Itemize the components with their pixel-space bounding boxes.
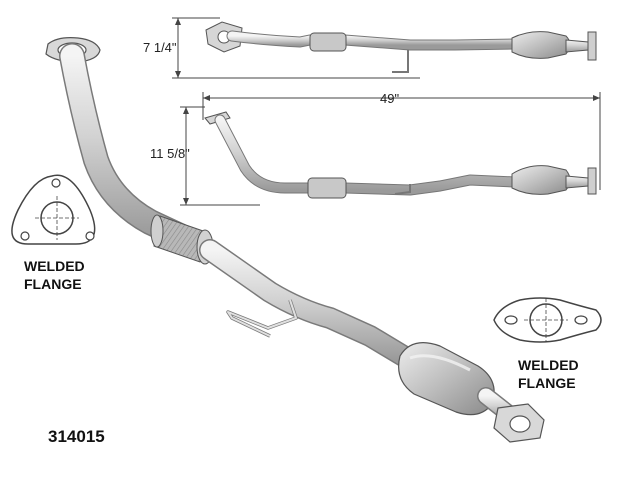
part-number: 314015 bbox=[48, 427, 105, 446]
right-flange-label-line2: FLANGE bbox=[518, 375, 576, 391]
side-view: 49" 11 5/8" bbox=[150, 91, 601, 206]
dimension-length: 49" bbox=[380, 91, 399, 106]
right-flange-detail: WELDED FLANGE bbox=[493, 297, 602, 391]
left-flange-label-line2: FLANGE bbox=[24, 276, 82, 292]
top-view: 7 1/4" bbox=[143, 17, 597, 79]
main-view bbox=[45, 37, 545, 443]
dimension-top-height: 7 1/4" bbox=[143, 40, 177, 55]
dimension-side-height: 11 5/8" bbox=[150, 146, 190, 161]
left-flange-detail: WELDED FLANGE bbox=[11, 174, 96, 292]
left-flange-label-line1: WELDED bbox=[24, 258, 85, 274]
right-flange-label-line1: WELDED bbox=[518, 357, 579, 373]
